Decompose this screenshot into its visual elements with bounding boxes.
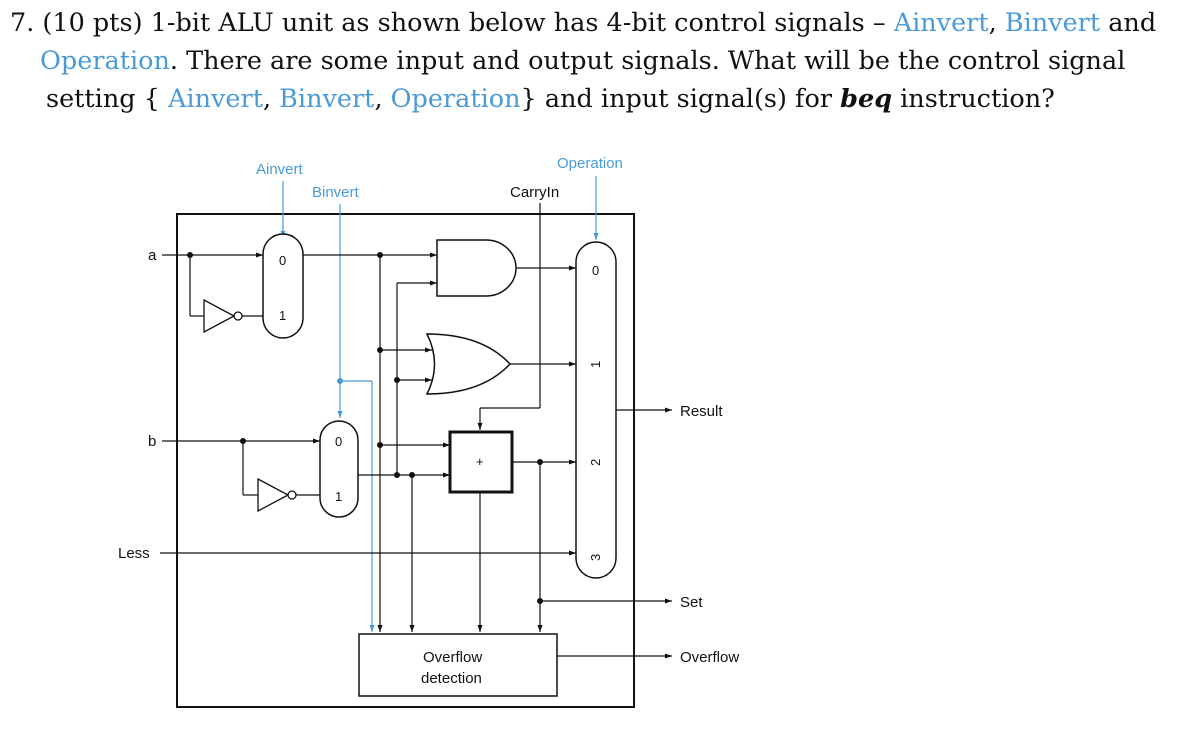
question-line-1: 7. (10 pts) 1-bit ALU unit as shown belo…	[10, 4, 1180, 42]
question-suffix-3: instruction?	[892, 84, 1055, 114]
input-b-label: b	[148, 433, 156, 450]
separator: ,	[988, 8, 1005, 38]
inverter-a	[203, 298, 243, 334]
ainvert-term: Ainvert	[168, 84, 263, 114]
operation-label: Operation	[557, 155, 623, 172]
ainvert-label: Ainvert	[256, 161, 304, 178]
mux-b-in1: 1	[335, 489, 342, 504]
or-gate	[425, 333, 512, 395]
mux-a-in0: 0	[279, 253, 286, 268]
question-line-3: setting { Ainvert, Binvert, Operation} a…	[10, 80, 1180, 118]
mux-op-in1: 1	[588, 361, 603, 368]
separator: ,	[262, 84, 280, 114]
mux-op-in0: 0	[592, 263, 599, 278]
operation-term: Operation	[390, 84, 521, 114]
separator: ,	[374, 84, 391, 114]
binvert-junction	[337, 378, 343, 384]
alu-box	[176, 213, 635, 708]
binvert-term: Binvert	[279, 84, 375, 114]
overflow-box-line1: Overflow	[423, 649, 482, 666]
mux-b-in0: 0	[335, 434, 342, 449]
question-prefix-3: setting {	[46, 84, 169, 114]
mux-op-in3: 3	[588, 554, 603, 561]
binvert-label: Binvert	[312, 184, 360, 201]
output-set-label: Set	[680, 594, 703, 611]
mux-a-in1: 1	[279, 308, 286, 323]
question-mid-3: } and input signal(s) for	[520, 84, 841, 114]
question-suffix: and	[1100, 8, 1157, 38]
mux-op	[575, 241, 617, 579]
wire-junctions	[187, 252, 543, 604]
inverter-b	[257, 477, 297, 513]
ainvert-term: Ainvert	[893, 8, 989, 38]
carryin-label: CarryIn	[510, 184, 559, 201]
input-less-label: Less	[118, 545, 150, 562]
overflow-detection-box	[358, 633, 558, 697]
mux-op-in2: 2	[588, 459, 603, 466]
question-text-2: . There are some input and output signal…	[169, 46, 1126, 76]
and-gate	[436, 239, 517, 297]
question-text: 7. (10 pts) 1-bit ALU unit as shown belo…	[10, 4, 1180, 118]
beq-term: beq	[840, 84, 893, 114]
mux-a	[262, 233, 304, 339]
question-line-2: Operation. There are some input and outp…	[10, 42, 1180, 80]
operation-term: Operation	[40, 46, 170, 76]
adder-symbol: +	[476, 454, 484, 469]
output-result-label: Result	[680, 403, 723, 420]
question-prefix: 7. (10 pts) 1-bit ALU unit as shown belo…	[10, 8, 894, 38]
mux-b	[319, 420, 359, 518]
binvert-term: Binvert	[1004, 8, 1101, 38]
input-a-label: a	[148, 247, 157, 264]
output-overflow-label: Overflow	[680, 649, 739, 666]
adder	[448, 430, 514, 494]
overflow-box-line2: detection	[421, 670, 482, 687]
